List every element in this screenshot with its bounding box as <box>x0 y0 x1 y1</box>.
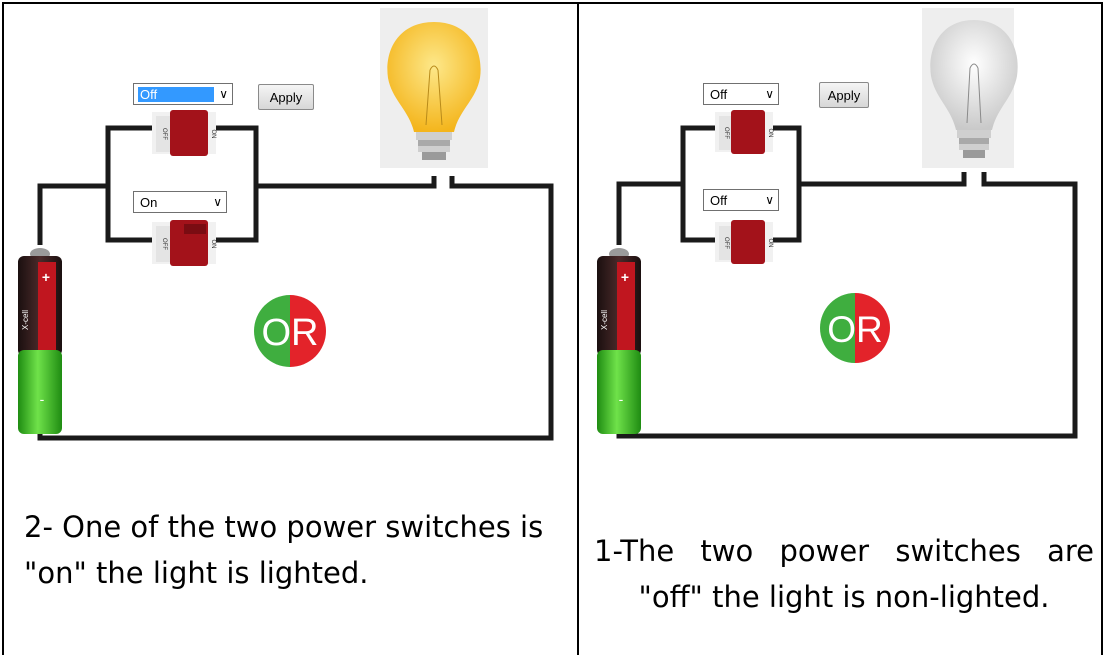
switch-top-graphic: OFF ON <box>715 110 773 154</box>
caption-one-switch-on: 2- One of the two power switches is "on"… <box>24 510 544 590</box>
battery-graphic: + - X-cell <box>18 248 62 434</box>
table-border-right <box>1101 2 1103 655</box>
chevron-down-icon: ∨ <box>765 87 774 101</box>
switch-bottom-select[interactable]: Off ∨ <box>703 189 779 211</box>
svg-text:X-cell: X-cell <box>600 310 609 330</box>
svg-text:+: + <box>621 269 629 285</box>
apply-button[interactable]: Apply <box>819 82 869 108</box>
or-gate-symbol: OR <box>820 293 890 363</box>
svg-text:ON: ON <box>210 240 216 249</box>
switch-bottom-graphic: OFF ON <box>152 220 216 266</box>
svg-text:OR: OR <box>262 312 319 354</box>
circuit-panel-lit: OFF ON OFF ON <box>4 0 579 470</box>
circuit-wires <box>37 125 554 441</box>
table-border-top <box>2 2 1103 4</box>
svg-text:-: - <box>619 391 624 407</box>
svg-text:OFF: OFF <box>161 238 167 250</box>
svg-text:OFF: OFF <box>723 127 729 139</box>
circuit-wires <box>616 125 1078 439</box>
circuit-panel-unlit: OFF ON OFF ON <box>579 0 1105 470</box>
svg-text:-: - <box>40 391 45 407</box>
battery-graphic: + - X-cell <box>597 248 641 434</box>
switch-bottom-graphic: OFF ON <box>715 220 773 264</box>
switch-top-value: Off <box>138 86 214 102</box>
svg-text:ON: ON <box>210 130 216 139</box>
chevron-down-icon: ∨ <box>765 193 774 207</box>
svg-text:+: + <box>42 269 50 285</box>
chevron-down-icon: ∨ <box>213 195 222 209</box>
table-border-middle <box>577 2 579 655</box>
caption-both-switches-off: 1-The two power switches are "off" the l… <box>594 534 1094 614</box>
switch-top-select[interactable]: Off ∨ <box>133 83 233 105</box>
svg-text:OFF: OFF <box>723 237 729 249</box>
svg-text:ON: ON <box>767 239 773 248</box>
apply-button[interactable]: Apply <box>258 84 314 110</box>
switch-bottom-value: Off <box>710 192 728 208</box>
svg-text:ON: ON <box>767 129 773 138</box>
switch-top-graphic: OFF ON <box>152 110 216 156</box>
light-bulb-unlit <box>922 8 1018 168</box>
circuit-diagram: OFF ON OFF ON <box>18 8 554 441</box>
svg-text:X-cell: X-cell <box>21 310 30 330</box>
svg-text:OFF: OFF <box>161 128 167 140</box>
switch-top-select[interactable]: Off ∨ <box>703 83 779 105</box>
table-border-left <box>2 2 4 655</box>
light-bulb-lit <box>380 8 488 168</box>
switch-bottom-select[interactable]: On ∨ <box>133 191 227 213</box>
chevron-down-icon: ∨ <box>219 87 228 101</box>
switch-bottom-value: On <box>140 194 158 210</box>
svg-text:OR: OR <box>827 309 883 350</box>
circuit-diagram: OFF ON OFF ON <box>597 8 1078 439</box>
switch-top-value: Off <box>710 86 728 102</box>
or-gate-symbol: OR <box>254 295 326 367</box>
